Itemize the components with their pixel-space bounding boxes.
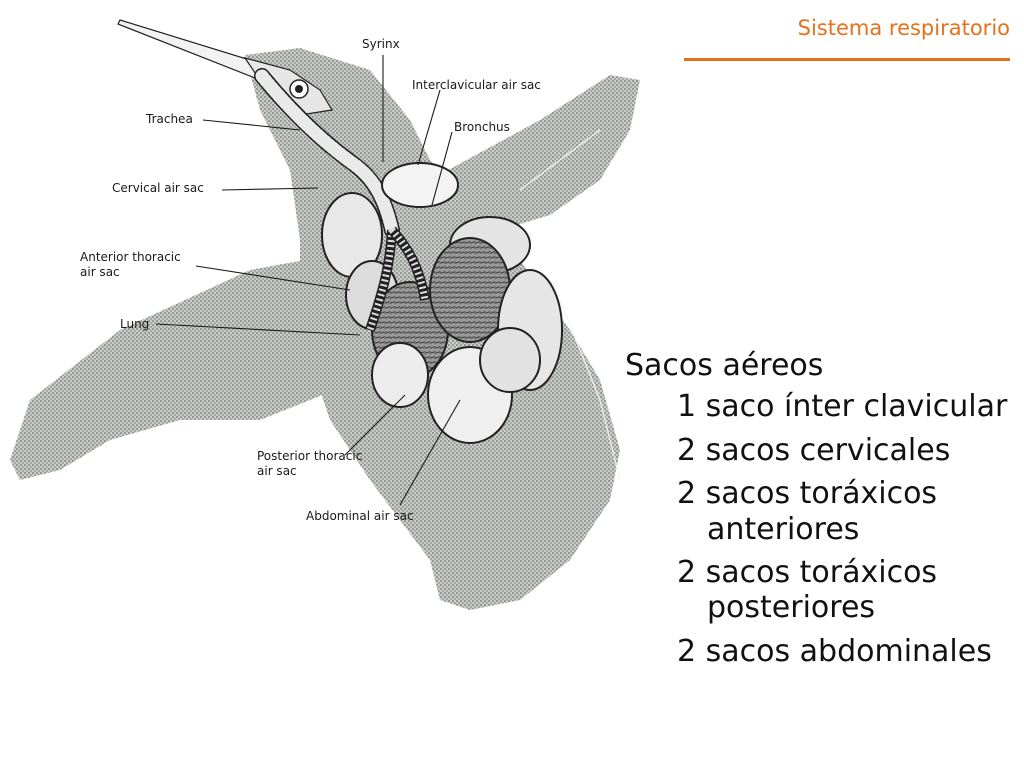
trachea-tube	[254, 68, 400, 238]
label-lung: Lung	[120, 317, 149, 331]
label-interclavicular: Interclavicular air sac	[412, 78, 541, 92]
list-item: 1 saco ínter clavicular	[625, 389, 1020, 424]
label-bronchus: Bronchus	[454, 120, 510, 134]
list-item-line2: anteriores	[707, 511, 860, 547]
leader-lines	[155, 55, 461, 506]
list-item-line1: 2 sacos toráxicos	[677, 476, 938, 512]
list-item-line1: 1 saco ínter clavicular	[677, 389, 1008, 425]
list-item-line1: 2 sacos abdominales	[677, 633, 992, 669]
list-item-line2: posteriores	[707, 590, 876, 626]
list-item-line1: 2 sacos toráxicos	[677, 554, 938, 590]
bronchi	[365, 226, 430, 332]
label-anterior-thoracic-1: Anterior thoracic	[80, 250, 181, 264]
label-posterior-thoracic-1: Posterior thoracic	[257, 449, 362, 463]
label-anterior-thoracic-2: air sac	[80, 265, 120, 279]
title-underline	[684, 58, 1010, 61]
list-item: 2 sacos cervicales	[625, 433, 1020, 468]
label-posterior-thoracic-2: air sac	[257, 464, 297, 478]
list-item-line1: 2 sacos cervicales	[677, 432, 951, 468]
label-trachea: Trachea	[145, 112, 193, 126]
bird-respiratory-diagram: Syrinx Interclavicular air sac Bronchus …	[10, 19, 640, 610]
list-heading: Sacos aéreos	[625, 348, 824, 383]
label-cervical: Cervical air sac	[112, 181, 204, 195]
slide-title: Sistema respiratorio	[797, 16, 1010, 40]
air-sacs-list: Sacos aéreos 1 saco ínter clavicular 2 s…	[625, 348, 1020, 677]
label-abdominal: Abdominal air sac	[306, 509, 414, 523]
list-item: 2 sacos abdominales	[625, 634, 1020, 669]
label-syrinx: Syrinx	[362, 37, 400, 51]
list: 1 saco ínter clavicular 2 sacos cervical…	[625, 389, 1020, 669]
